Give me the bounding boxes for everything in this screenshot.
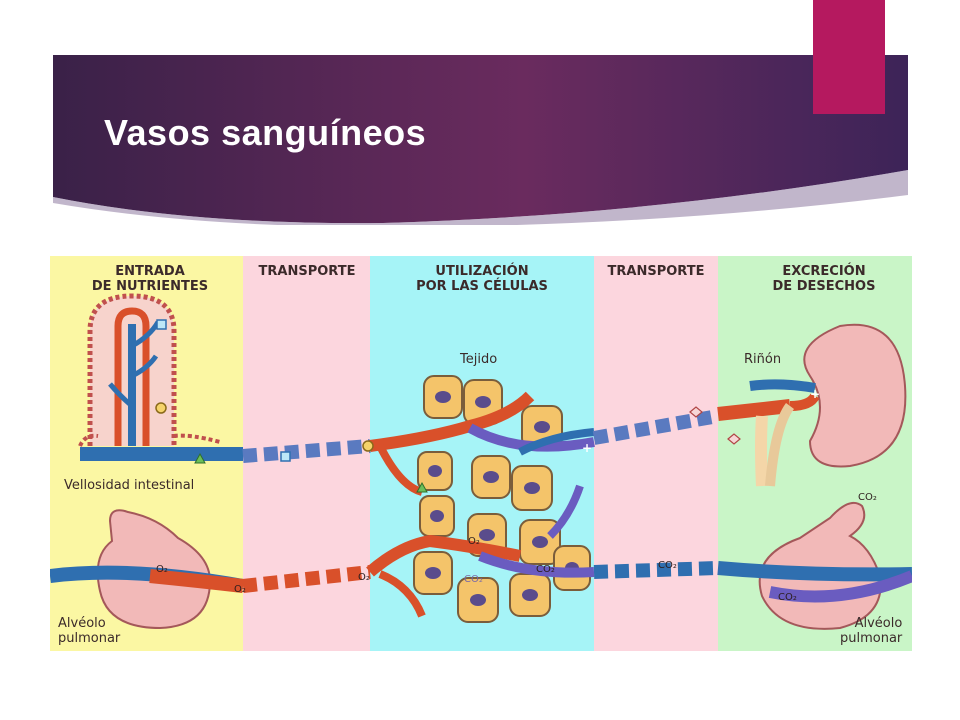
label-villus: Vellosidad intestinal — [64, 478, 195, 493]
capillary-bed-lower — [478, 551, 595, 578]
label-tissue: Tejido — [460, 352, 498, 367]
svg-text:+: + — [810, 387, 820, 401]
zone-label-cell-use: UTILIZACIÓN POR LAS CÉLULAS — [416, 264, 548, 294]
intestinal-villus — [78, 293, 221, 447]
zone-label-nutrient-entry: ENTRADA DE NUTRIENTES — [91, 264, 209, 294]
vessel-transport-lower-right — [593, 561, 719, 579]
gas-co2-transport: CO₂ — [658, 560, 677, 571]
label-alveolus-right: Alvéolo pulmonar — [840, 616, 903, 646]
banner-background — [53, 55, 908, 225]
circulation-diagram: + + ENTRADA DE NUTRIENTES TRANSPORTE UTI… — [50, 256, 912, 651]
zone-label-waste-excretion: EXCRECIÓN DE DESECHOS — [772, 264, 876, 294]
zone-label-transport-left: TRANSPORTE — [258, 264, 356, 279]
vessel-transport-lower-left — [242, 565, 371, 593]
nutrient-markers: + + — [155, 319, 820, 493]
vessel-transport-upper-left — [242, 439, 371, 463]
gas-co2-alveolus: CO₂ — [778, 592, 797, 603]
diagram-artwork: + + — [50, 293, 912, 630]
artery-capillary-lower — [366, 534, 522, 577]
gas-o2-vessel: O₂ — [234, 584, 246, 595]
gas-co2-vessel: CO₂ — [536, 564, 555, 575]
artery-capillary-upper — [369, 391, 535, 452]
gas-o2-alveolus: O₂ — [156, 564, 168, 575]
label-alveolus-left: Alvéolo pulmonar — [58, 616, 121, 646]
vessel-transport-upper-right — [592, 409, 720, 445]
title-banner — [53, 55, 908, 225]
svg-text:+: + — [582, 441, 592, 455]
zone-label-transport-right: TRANSPORTE — [607, 264, 705, 279]
zone-transport-right — [594, 256, 718, 651]
label-kidney: Riñón — [744, 352, 782, 367]
gas-o2-transport: O₂ — [358, 572, 370, 583]
vessel-alveolus-right — [717, 561, 912, 582]
kidney — [749, 323, 907, 487]
gas-co2-exhaled: CO₂ — [858, 492, 877, 503]
accent-tab — [813, 0, 885, 114]
slide-title: Vasos sanguíneos — [104, 112, 427, 153]
gas-o2-tissue: O₂ — [468, 536, 480, 547]
gas-co2-tissue: CO₂ — [464, 574, 483, 585]
